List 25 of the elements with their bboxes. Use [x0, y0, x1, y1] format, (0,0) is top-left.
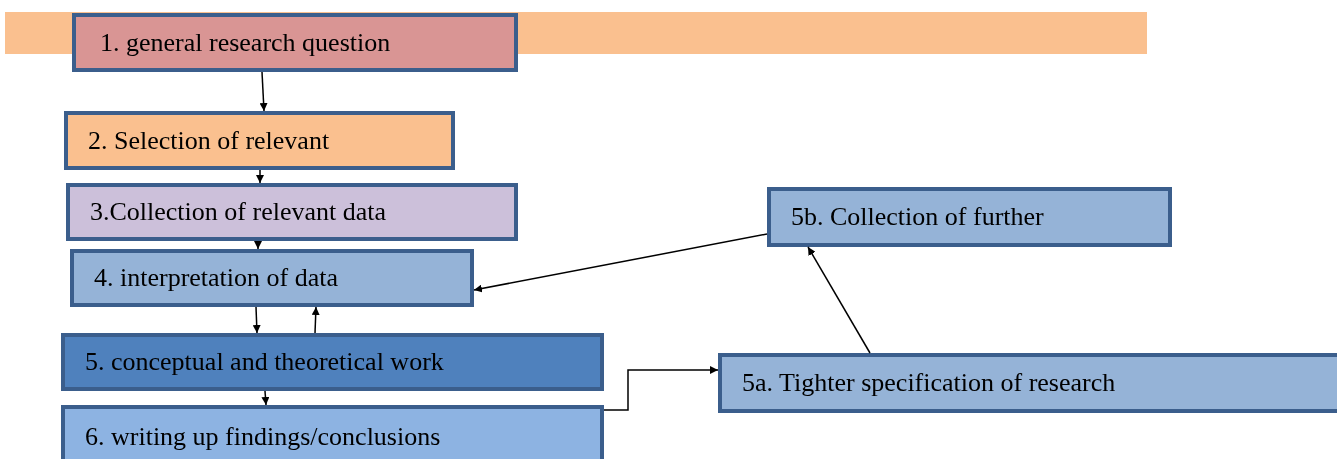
box-label: 1. general research question [100, 27, 391, 58]
process-box [61, 405, 604, 459]
process-box [66, 183, 518, 241]
process-box [718, 353, 1337, 413]
box-label: 2. Selection of relevant [88, 125, 330, 156]
arrow [807, 246, 871, 354]
arrow [252, 306, 261, 334]
box-label: 5a. Tighter specification of research [742, 368, 1116, 398]
arrow [311, 306, 320, 334]
process-box [70, 249, 474, 307]
process-box [72, 13, 518, 72]
arrow [473, 233, 768, 293]
arrow [254, 240, 262, 250]
process-box [61, 333, 604, 391]
box-label: 6. writing up findings/conclusions [85, 422, 441, 452]
box-label: 3.Collection of relevant data [90, 197, 386, 227]
process-box [64, 111, 455, 170]
box-label: 4. interpretation of data [94, 263, 339, 293]
arrow [603, 366, 719, 411]
process-box [767, 187, 1172, 247]
arrow [259, 71, 268, 112]
arrow [261, 390, 270, 406]
box-label: 5b. Collection of further [791, 202, 1044, 232]
box-label: 5. conceptual and theoretical work [85, 347, 444, 377]
arrow [256, 169, 264, 184]
